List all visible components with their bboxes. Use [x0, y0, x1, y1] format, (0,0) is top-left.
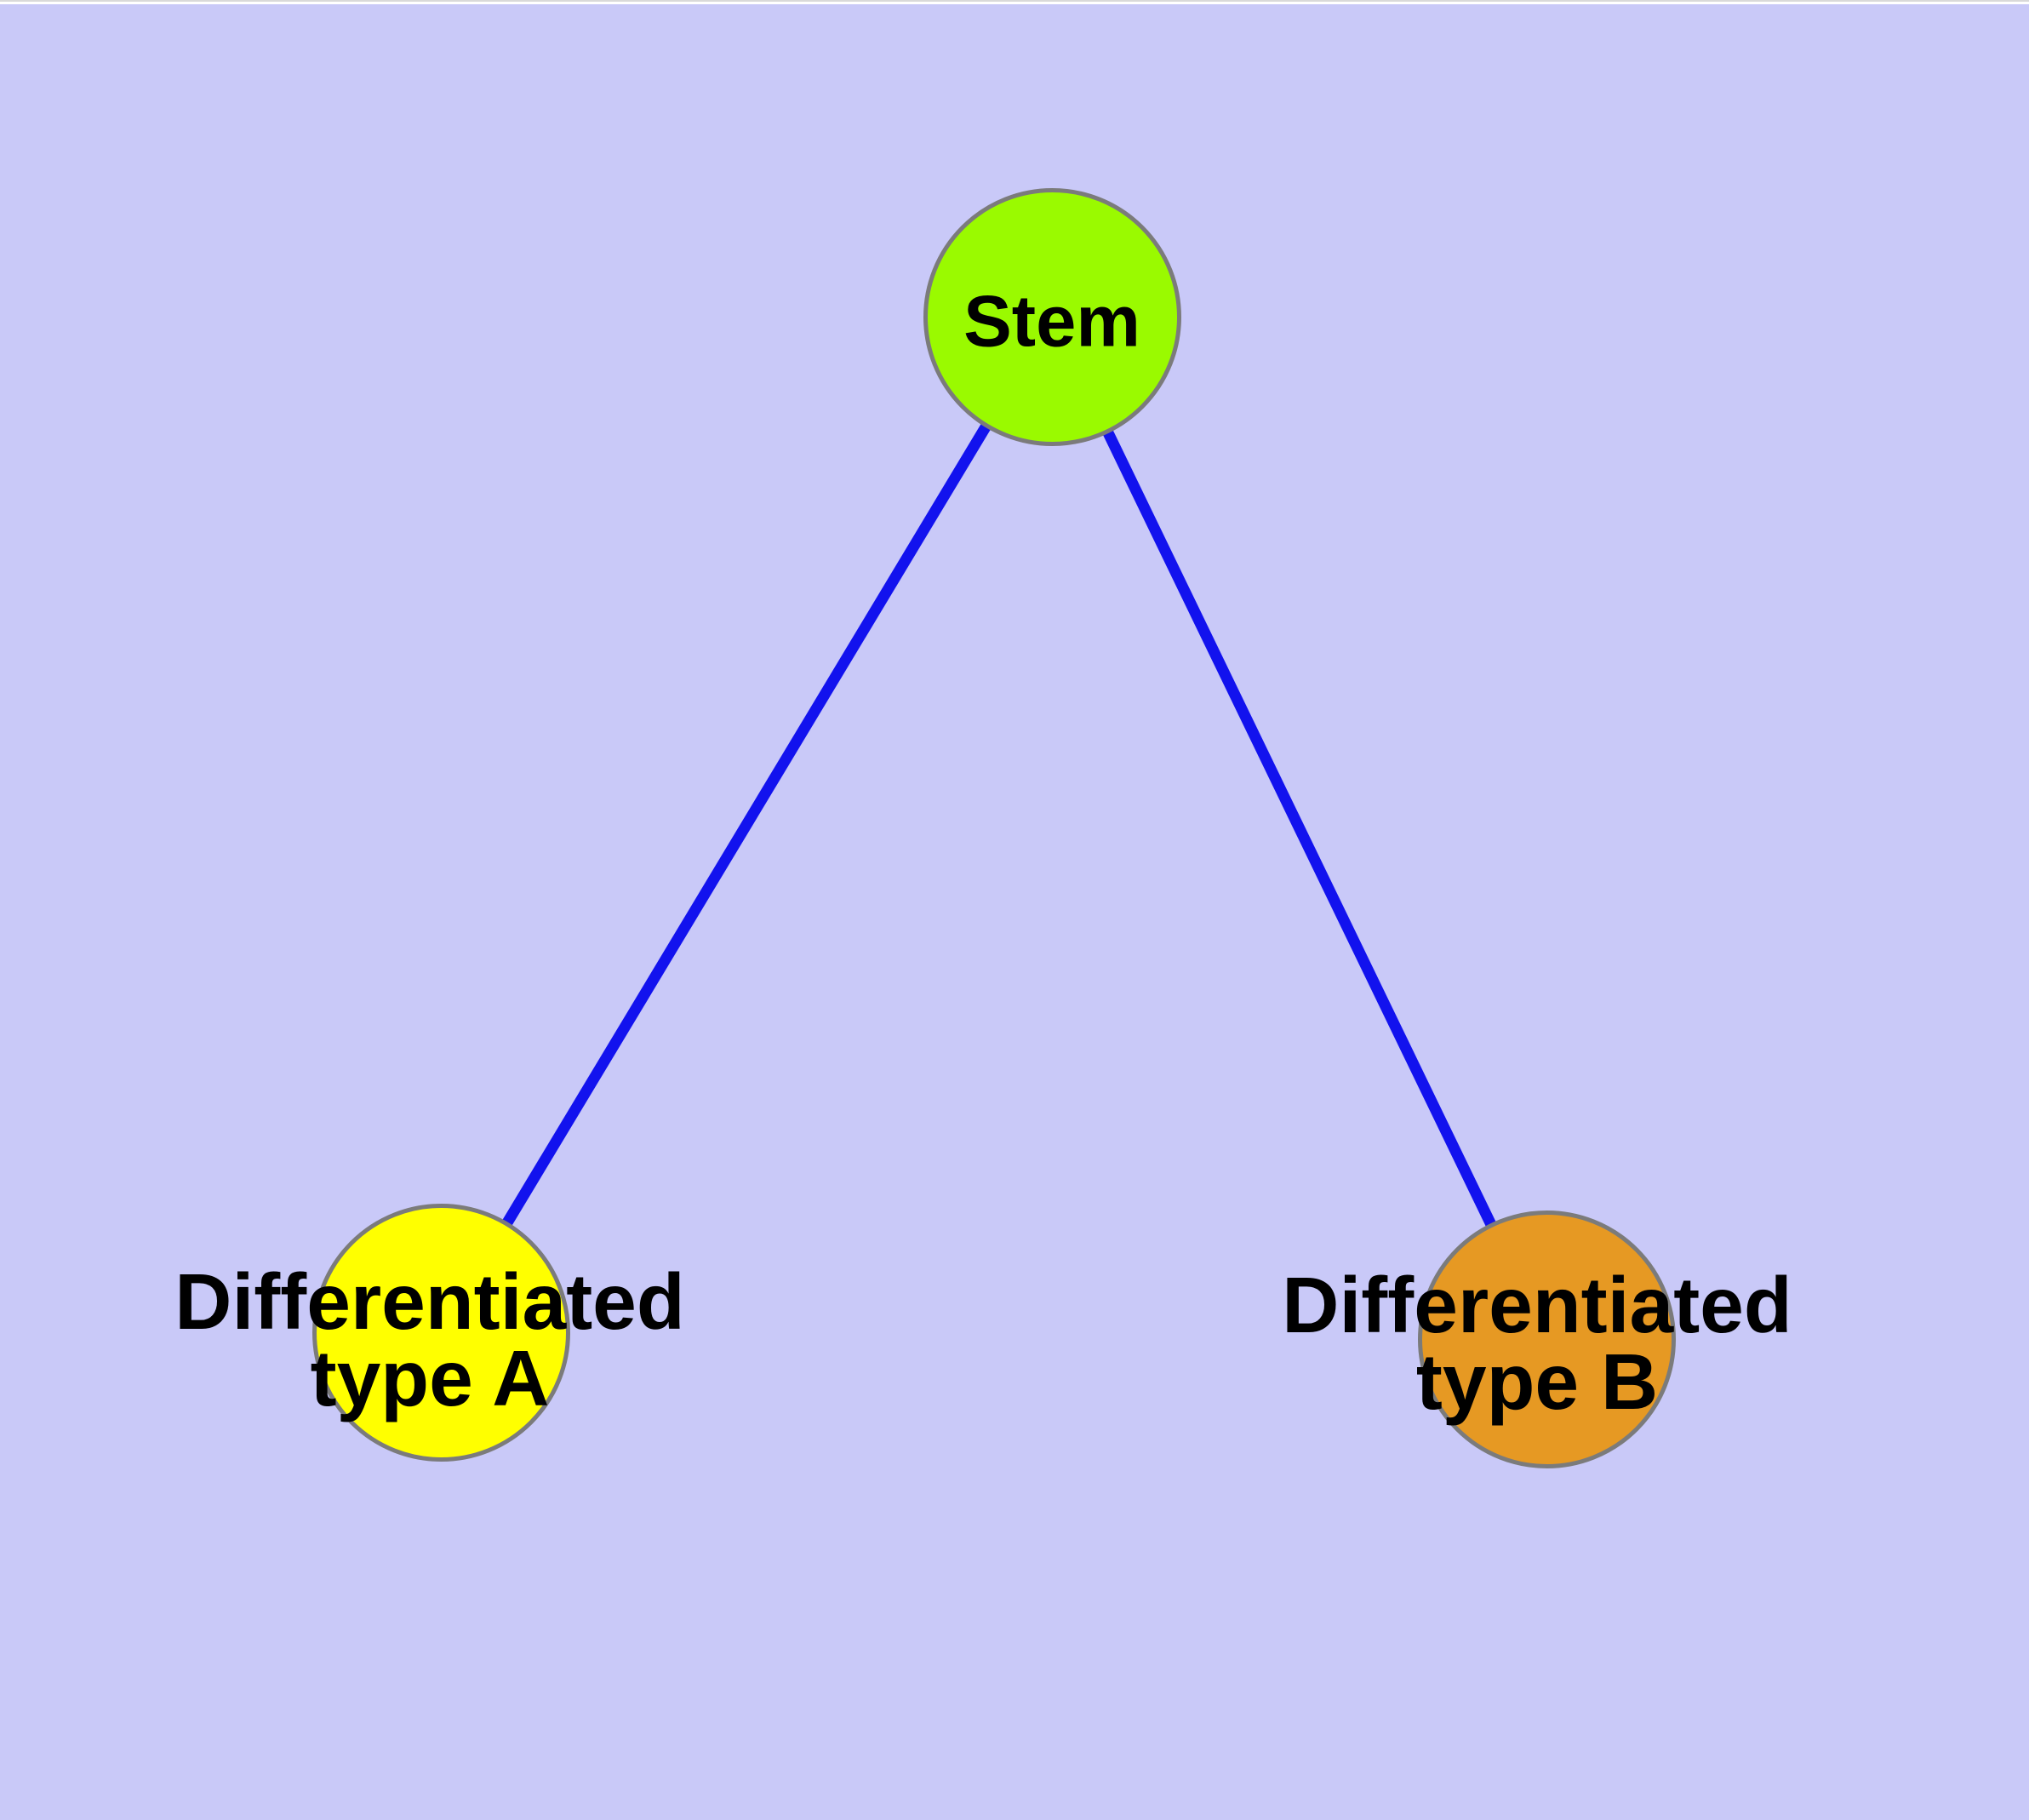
node-type-b-label-line1: Differentiated: [1282, 1261, 1792, 1349]
node-type-a-label-line2: type A: [310, 1334, 550, 1422]
node-type-a-label-line1: Differentiated: [174, 1257, 685, 1346]
edge-stem-to-type-a: [436, 313, 1057, 1336]
node-type-b-label-line2: type B: [1415, 1337, 1659, 1426]
node-stem[interactable]: [923, 188, 1181, 446]
node-differentiated-type-a[interactable]: [312, 1204, 570, 1462]
node-differentiated-type-b[interactable]: [1418, 1210, 1676, 1468]
edge-stem-to-type-b: [1047, 314, 1552, 1342]
top-border-line: [0, 0, 2029, 2]
node-stem-label: Stem: [963, 281, 1140, 363]
node-type-a-label: Differentiated type A: [174, 1257, 685, 1422]
node-type-b-label: Differentiated type B: [1282, 1261, 1792, 1426]
